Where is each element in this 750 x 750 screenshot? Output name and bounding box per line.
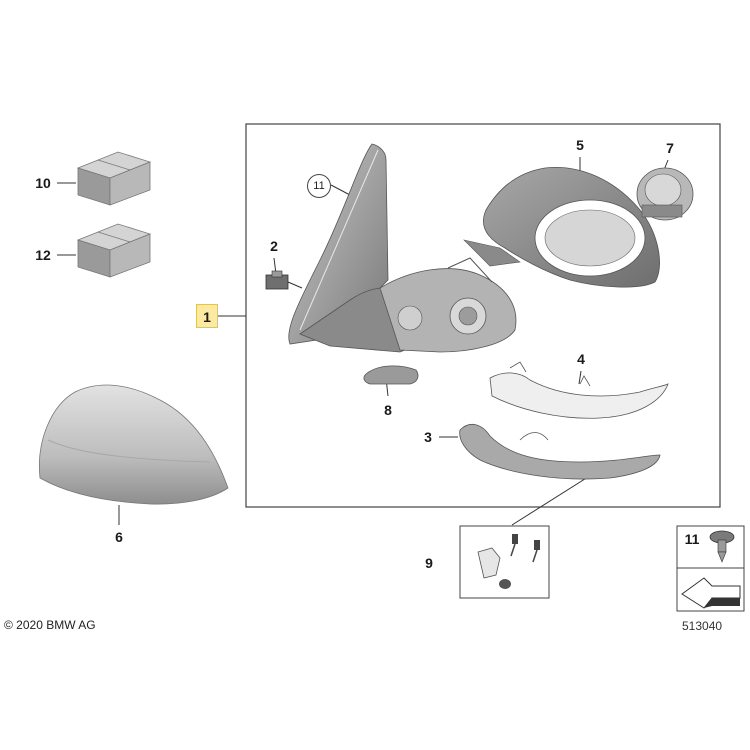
callout-12[interactable]: 12 xyxy=(29,243,57,267)
callout-11[interactable]: 11 xyxy=(679,527,705,551)
callout-3[interactable]: 3 xyxy=(418,425,438,449)
screw-icon xyxy=(709,530,735,563)
callout-5[interactable]: 5 xyxy=(570,133,590,157)
part-6-mirror-cap xyxy=(38,384,229,505)
callout-10[interactable]: 10 xyxy=(29,171,57,195)
callout-4[interactable]: 4 xyxy=(571,347,591,371)
callout-7[interactable]: 7 xyxy=(660,136,680,160)
part-1-mirror-assembly xyxy=(288,143,517,353)
part-7-motor xyxy=(636,167,694,221)
callout-9[interactable]: 9 xyxy=(419,551,439,575)
callout-8[interactable]: 8 xyxy=(378,398,398,422)
copyright-text: © 2020 BMW AG xyxy=(4,618,96,632)
part-8-cover xyxy=(363,365,419,385)
part-9-kit xyxy=(477,534,540,589)
part-5-housing xyxy=(463,167,660,288)
kit-frame xyxy=(459,525,550,599)
part-4-turn-signal xyxy=(489,372,669,419)
callout-1[interactable]: 1 xyxy=(196,304,218,328)
part-2-connector xyxy=(265,270,303,290)
part-12-box xyxy=(76,223,152,278)
arrow-pointer-icon xyxy=(681,577,741,609)
callout-6[interactable]: 6 xyxy=(109,525,129,549)
circled-callout-11[interactable]: 11 xyxy=(307,174,331,198)
part-10-box xyxy=(76,151,152,206)
diagram-number: 513040 xyxy=(682,619,723,633)
part-3-lower-trim xyxy=(459,423,661,480)
callout-2[interactable]: 2 xyxy=(264,234,284,258)
